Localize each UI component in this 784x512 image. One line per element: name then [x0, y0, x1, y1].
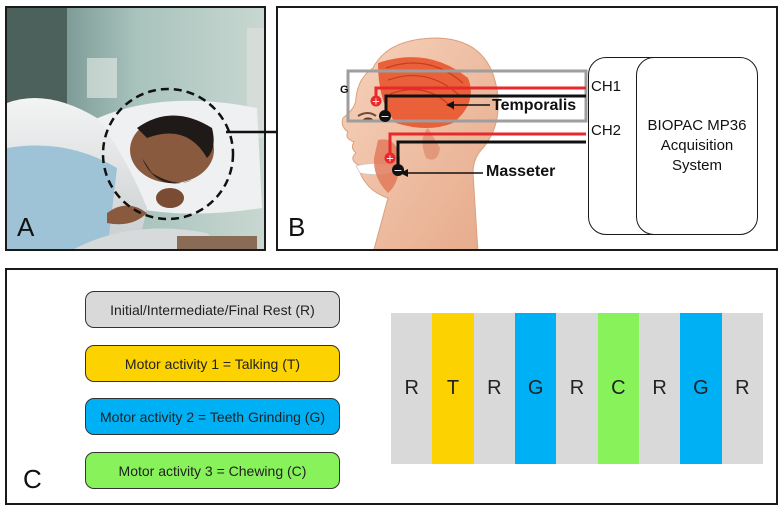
panel-b-electrode-diagram: + − + − BIOPAC MP36 Acquisition System G…: [276, 6, 778, 251]
legend-teeth-grinding: Motor activity 2 = Teeth Grinding (G): [85, 398, 340, 435]
sequence-cell: R: [721, 313, 763, 464]
legend-rest: Initial/Intermediate/Final Rest (R): [85, 291, 340, 328]
svg-text:−: −: [393, 164, 402, 177]
svg-text:−: −: [380, 110, 389, 123]
legend-chewing-label: Motor activity 3 = Chewing (C): [118, 462, 307, 479]
sequence-cell: G: [680, 313, 722, 464]
svg-text:+: +: [386, 154, 394, 165]
ch2-label: CH2: [591, 122, 622, 139]
sequence-cell: R: [473, 313, 515, 464]
legend-teeth-grinding-label: Motor activity 2 = Teeth Grinding (G): [100, 408, 325, 425]
sequence-code: R: [404, 377, 419, 399]
activity-sequence-strip: R T R G R C R G R: [391, 313, 763, 464]
sequence-code: T: [446, 377, 460, 399]
legend-chewing: Motor activity 3 = Chewing (C): [85, 452, 340, 489]
sequence-code: R: [652, 377, 667, 399]
ch1-label: CH1: [591, 78, 622, 95]
sequence-code: G: [527, 377, 544, 399]
masseter-negative-electrode: −: [392, 164, 404, 177]
sequence-code: R: [487, 377, 502, 399]
temporalis-label: Temporalis: [492, 97, 577, 114]
temporalis-negative-electrode: −: [379, 110, 391, 123]
panel-a-photo: A: [5, 6, 266, 251]
sequence-cell: R: [391, 313, 433, 464]
legend-rest-label: Initial/Intermediate/Final Rest (R): [110, 301, 315, 318]
panel-b-letter: B: [288, 212, 306, 242]
sequence-cell: R: [638, 313, 681, 464]
legend-talking-label: Motor activity 1 = Talking (T): [124, 355, 301, 372]
panel-c-protocol: Initial/Intermediate/Final Rest (R) Moto…: [5, 268, 778, 505]
biopac-device-box: BIOPAC MP36 Acquisition System: [636, 57, 758, 235]
sequence-code: C: [611, 377, 626, 399]
masseter-label: Masseter: [486, 163, 556, 180]
svg-text:+: +: [372, 97, 380, 108]
biopac-device-label: BIOPAC MP36 Acquisition System: [647, 117, 747, 174]
legend-talking: Motor activity 1 = Talking (T): [85, 345, 340, 382]
temporalis-positive-electrode: +: [370, 95, 382, 108]
sequence-cell: C: [597, 313, 639, 464]
sequence-cell: R: [556, 313, 598, 464]
sleeping-person-photo: [7, 8, 264, 249]
head-electrode-illustration: + − + −: [341, 37, 588, 249]
masseter-positive-electrode: +: [384, 152, 396, 165]
panel-c-letter: C: [23, 464, 42, 494]
sequence-cell: T: [432, 313, 474, 464]
sequence-cell: G: [514, 313, 557, 464]
panel-a-letter: A: [17, 212, 35, 242]
sequence-code: R: [735, 377, 750, 399]
ground-label: G: [340, 84, 349, 96]
sequence-code: R: [569, 377, 585, 399]
sequence-code: G: [693, 377, 709, 399]
